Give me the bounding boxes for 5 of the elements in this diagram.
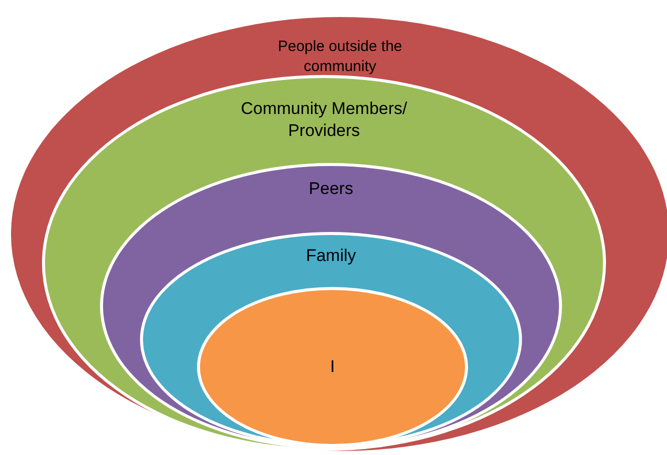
ring-label: People outside the community: [276, 37, 404, 76]
ring-label: Family: [304, 245, 358, 267]
ring-label: I: [329, 356, 336, 378]
ring-label: Community Members/ Providers: [240, 98, 408, 142]
ring-label: Peers: [308, 178, 354, 200]
